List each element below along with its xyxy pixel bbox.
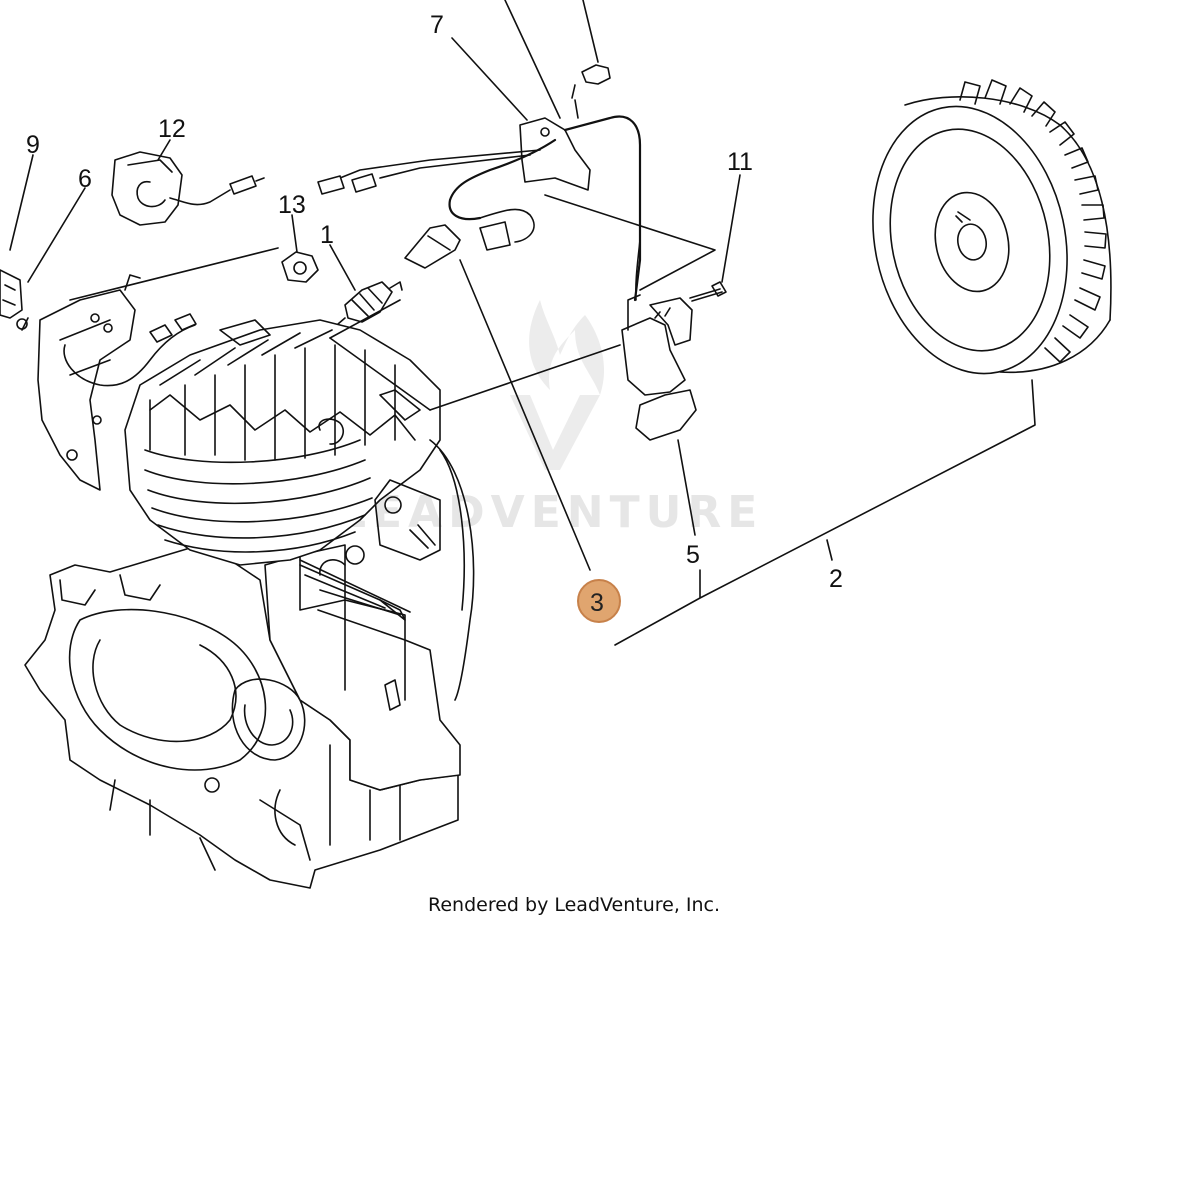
part-2-flywheel — [872, 79, 1112, 375]
leader-lines — [9, 0, 1036, 646]
part-13-nut — [281, 251, 319, 283]
part-12-module — [111, 151, 265, 226]
part-7-harness — [317, 115, 642, 302]
watermark-flame-icon — [529, 300, 605, 395]
part-6-baffle — [37, 274, 197, 491]
callouts: 7 12 9 6 13 1 11 5 2 — [26, 11, 843, 593]
callout-1[interactable]: 1 — [320, 221, 334, 249]
callout-12[interactable]: 12 — [158, 115, 186, 143]
part-11-bolt — [689, 281, 727, 302]
callout-11[interactable]: 11 — [727, 148, 753, 176]
part-9-bracket — [0, 269, 29, 331]
part-1-spark-plug — [337, 281, 403, 325]
highlight-circle[interactable] — [577, 579, 621, 623]
callout-7[interactable]: 7 — [430, 11, 444, 39]
callout-6[interactable]: 6 — [78, 165, 92, 193]
part-5-ignition-coil — [621, 239, 697, 441]
bolt-top — [571, 64, 611, 119]
callout-5[interactable]: 5 — [686, 541, 700, 569]
callout-13[interactable]: 13 — [278, 191, 306, 219]
callout-3[interactable]: 3 — [590, 589, 604, 617]
callout-3-highlight[interactable]: 3 — [577, 579, 621, 623]
credit-text: Rendered by LeadVenture, Inc. — [428, 894, 720, 916]
callout-2[interactable]: 2 — [829, 565, 843, 593]
watermark-text: LEADVENTURE — [338, 487, 763, 538]
callout-9[interactable]: 9 — [26, 131, 40, 159]
engine-block — [24, 319, 475, 889]
watermark-v-icon — [510, 395, 600, 470]
